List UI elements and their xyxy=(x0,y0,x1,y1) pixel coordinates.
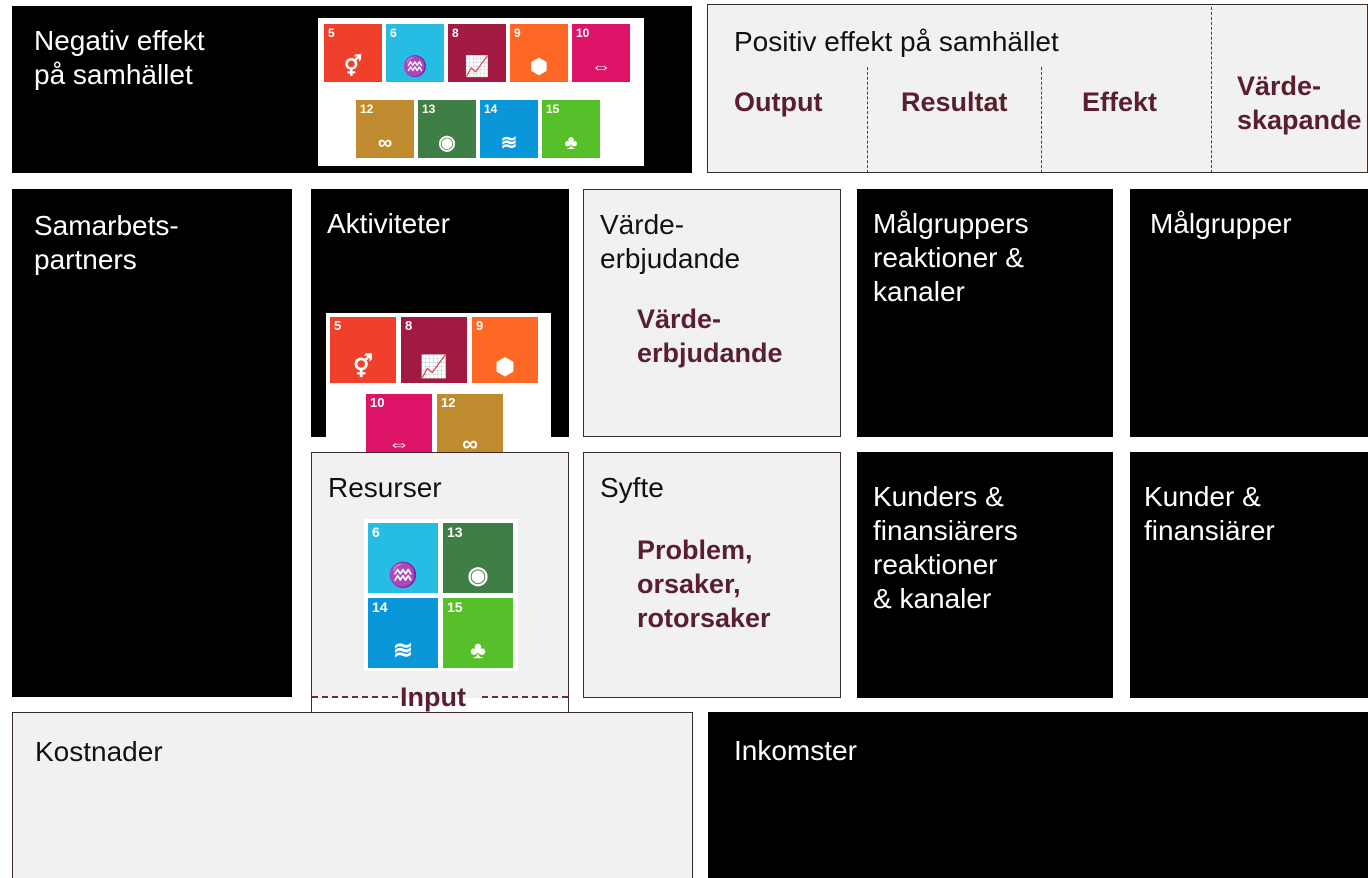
sdg-8-icon: 8📈 xyxy=(401,317,467,383)
income-label: Inkomster xyxy=(734,735,857,766)
input-connector-left xyxy=(311,697,312,713)
sdg-5-icon: 5⚥ xyxy=(324,24,382,82)
stage-divider xyxy=(1211,7,1212,173)
positive-effect-box: Positiv effekt på samhället Output Resul… xyxy=(707,4,1368,173)
customers-label: Kunder & finansiärer xyxy=(1144,481,1275,546)
sdg-icons-activities: 5⚥8📈9⬢ 10⇔12∞ xyxy=(326,313,551,467)
sdg-15-icon: 15♣ xyxy=(443,598,513,668)
sdg-12-icon: 12∞ xyxy=(356,100,414,158)
sdg-12-icon: 12∞ xyxy=(437,394,503,460)
sdg-6-icon: 6♒ xyxy=(386,24,444,82)
value-prop-accent: Värde- erbjudande xyxy=(637,304,783,368)
partners-box: Samarbets- partners xyxy=(12,189,292,697)
target-reactions-label: Målgruppers reaktioner & kanaler xyxy=(873,208,1029,307)
customers-box: Kunder & finansiärer xyxy=(1130,452,1368,698)
target-reactions-box: Målgruppers reaktioner & kanaler xyxy=(857,189,1113,437)
input-connector-right xyxy=(568,697,569,713)
target-groups-label: Målgrupper xyxy=(1150,208,1292,239)
partners-label: Samarbets- partners xyxy=(34,210,179,275)
customer-reactions-box: Kunders & finansiärers reaktioner & kana… xyxy=(857,452,1113,698)
sdg-13-icon: 13◉ xyxy=(418,100,476,158)
customer-reactions-label: Kunders & finansiärers reaktioner & kana… xyxy=(873,481,1018,614)
resources-box: Resurser 6♒13◉14≋15♣ xyxy=(311,452,569,698)
sdg-14-icon: 14≋ xyxy=(480,100,538,158)
sdg-10-icon: 10⇔ xyxy=(572,24,630,82)
purpose-accent: Problem, orsaker, rotorsaker xyxy=(637,535,771,633)
stage-effekt: Effekt xyxy=(1082,87,1158,117)
sdg-9-icon: 9⬢ xyxy=(472,317,538,383)
sdg-10-icon: 10⇔ xyxy=(366,394,432,460)
activities-box: Aktiviteter 5⚥8📈9⬢ 10⇔12∞ xyxy=(311,189,569,467)
stage-resultat: Resultat xyxy=(901,87,1008,117)
sdg-icons-negative: 5⚥6♒8📈9⬢10⇔ 12∞13◉14≋15♣ xyxy=(318,18,644,166)
sdg-13-icon: 13◉ xyxy=(443,523,513,593)
purpose-box: Syfte Problem, orsaker, rotorsaker xyxy=(583,452,841,698)
sdg-14-icon: 14≋ xyxy=(368,598,438,668)
negative-effect-label: Negativ effekt på samhället xyxy=(34,25,205,90)
costs-box: Kostnader xyxy=(12,712,693,878)
sdg-9-icon: 9⬢ xyxy=(510,24,568,82)
purpose-label: Syfte xyxy=(600,472,664,503)
positive-effect-label: Positiv effekt på samhället xyxy=(734,26,1059,57)
costs-label: Kostnader xyxy=(35,736,163,767)
negative-effect-box: Negativ effekt på samhället 5⚥6♒8📈9⬢10⇔ 1… xyxy=(12,6,692,173)
input-divider: Input xyxy=(312,682,568,714)
sdg-15-icon: 15♣ xyxy=(542,100,600,158)
sdg-6-icon: 6♒ xyxy=(368,523,438,593)
sdg-5-icon: 5⚥ xyxy=(330,317,396,383)
value-prop-box: Värde- erbjudande Värde- erbjudande xyxy=(583,189,841,437)
stage-output: Output xyxy=(734,87,823,117)
sdg-icons-resources: 6♒13◉14≋15♣ xyxy=(364,519,518,671)
target-groups-box: Målgrupper xyxy=(1130,189,1368,437)
stage-divider xyxy=(1041,67,1042,173)
activities-label: Aktiviteter xyxy=(327,208,450,239)
income-box: Inkomster xyxy=(708,712,1368,878)
input-label: Input xyxy=(400,682,466,712)
resources-label: Resurser xyxy=(328,472,442,503)
stage-vardeskapande: Värde- skapande xyxy=(1237,71,1362,135)
value-prop-label: Värde- erbjudande xyxy=(600,209,741,274)
sdg-8-icon: 8📈 xyxy=(448,24,506,82)
stage-divider xyxy=(867,67,868,173)
